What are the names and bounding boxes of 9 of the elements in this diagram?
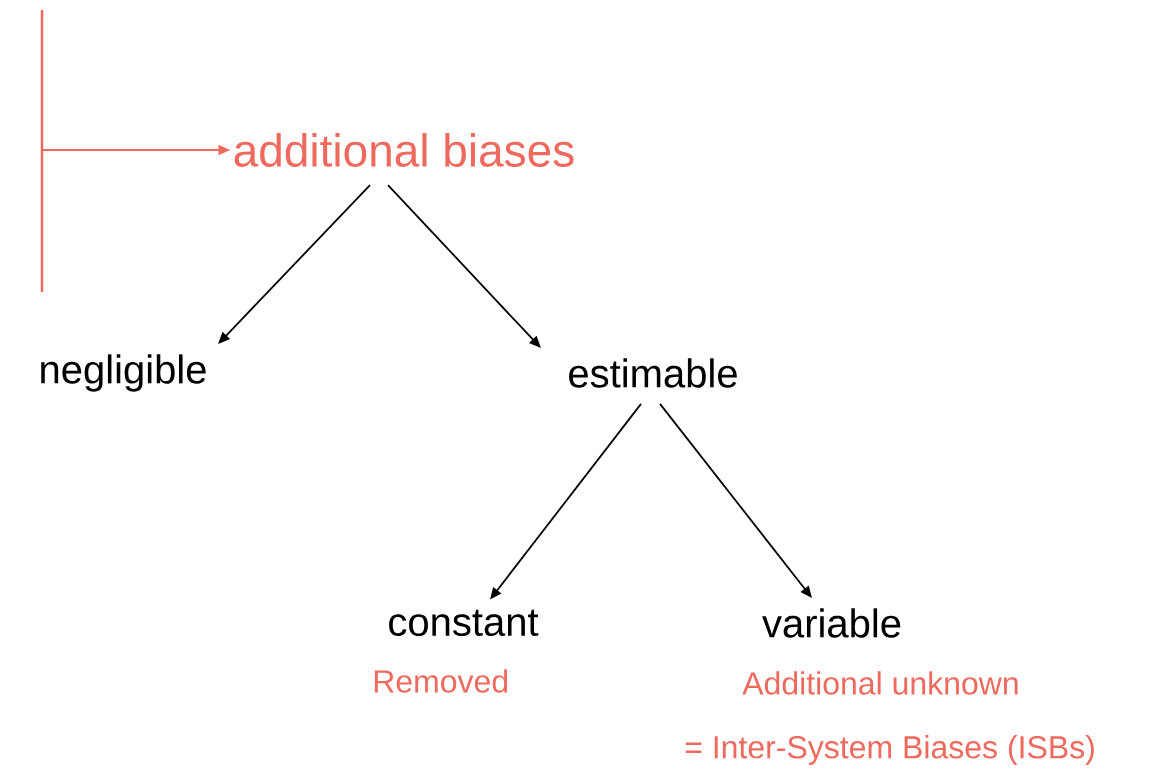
arrow: [387, 184, 541, 348]
note-text: Removed: [374, 669, 508, 693]
node-label: negligible: [41, 354, 206, 392]
node-label: variable: [762, 608, 901, 638]
note-text: = Inter-System Biases (ISBs): [685, 735, 1094, 765]
node-label: additional biases: [234, 133, 574, 167]
node-label: constant: [389, 609, 539, 637]
node-label: estimable: [569, 358, 737, 388]
note-text: Additional unknown: [742, 671, 1018, 695]
